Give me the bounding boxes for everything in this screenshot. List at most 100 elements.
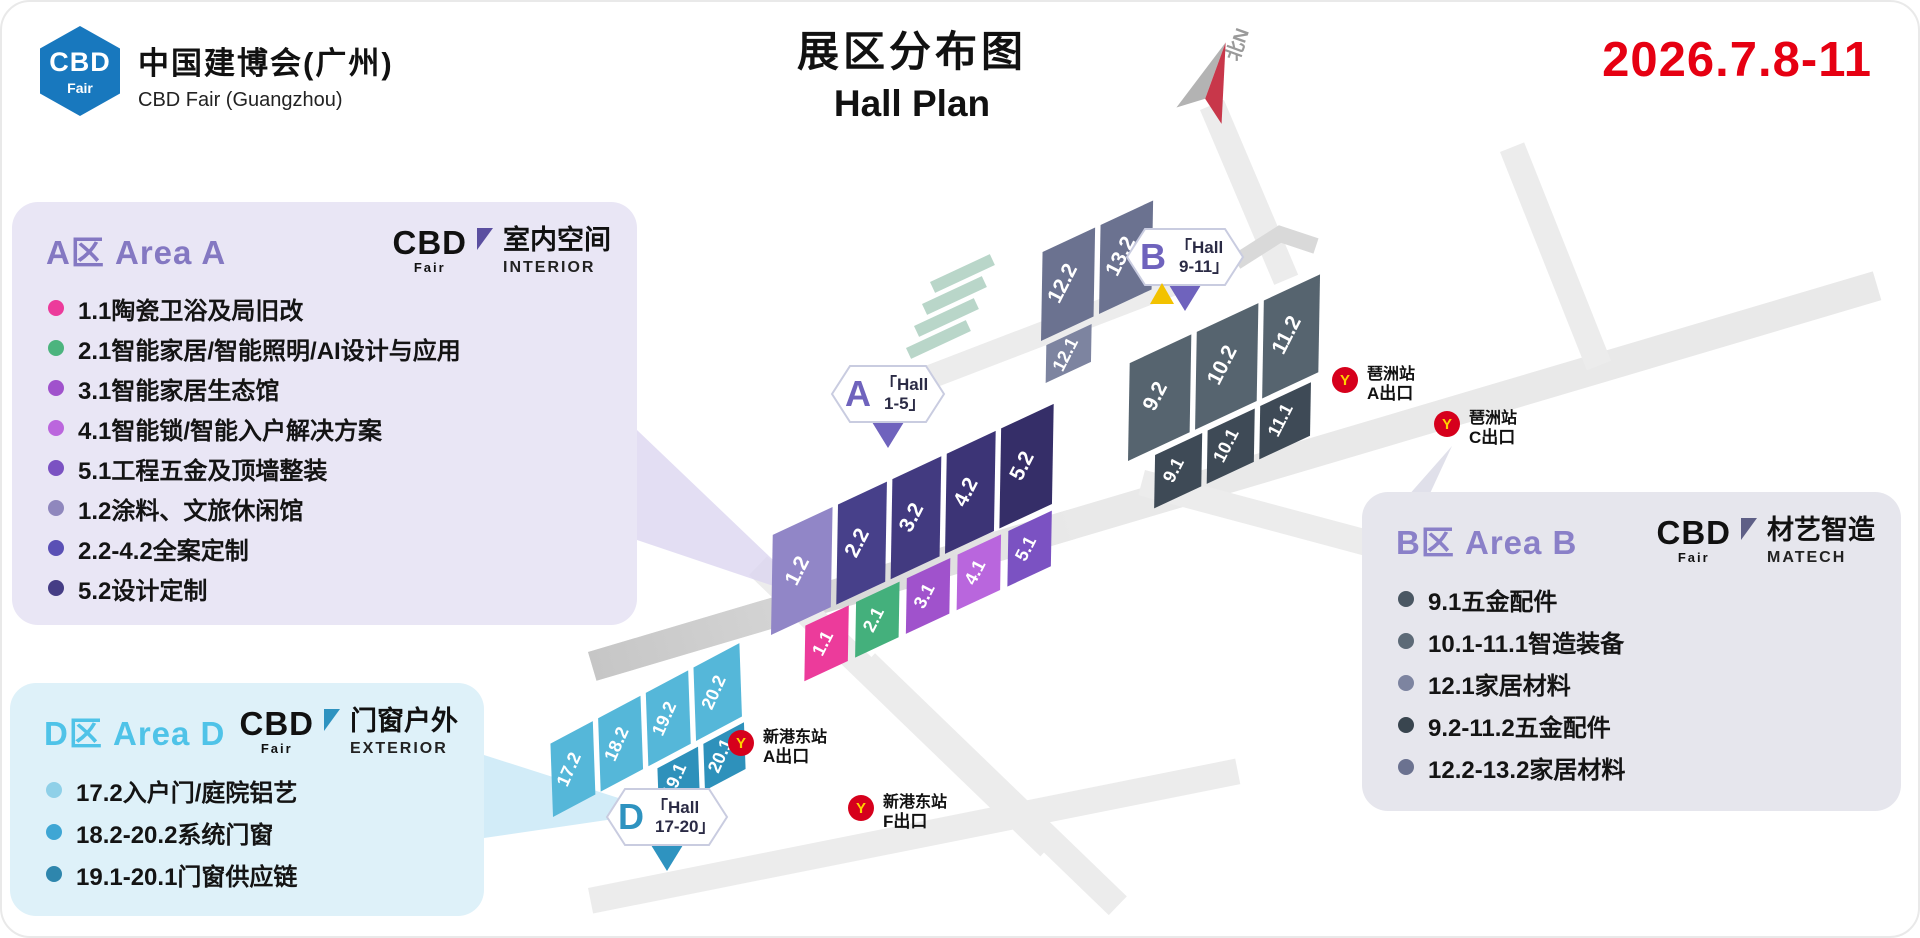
metro-station: 琶洲站 (1469, 408, 1517, 427)
cbd-fair-word: Fair (1677, 550, 1710, 565)
hall-12-1[interactable] (1045, 324, 1092, 383)
marker-d-letter: D (618, 796, 644, 837)
panel-d-category-en: EXTERIOR (350, 739, 448, 757)
marker-d-hexagon (605, 788, 729, 846)
panel-a-category-cn: 室内空间 (503, 225, 611, 255)
legend-label: 9.1五金配件 (1428, 588, 1558, 616)
legend-label: 17.2入户门/庭院铝艺 (76, 779, 298, 807)
panel-area-a: A区 Area A CBD Fair 室内空间 INTERIOR 1.1陶瓷卫浴… (12, 202, 637, 625)
hall-5-2[interactable] (999, 403, 1054, 529)
hall-18-2[interactable] (598, 695, 644, 792)
hall-4-1[interactable] (956, 534, 1002, 611)
page-title-cn: 展区分布图 (796, 28, 1028, 75)
cbd-fair-word: Fair (260, 741, 293, 756)
metro-glyph: Y (1442, 416, 1452, 433)
legend-item: 2.1智能家居/智能照明/AI设计与应用 (48, 328, 617, 368)
metro-exit-pazhou-c[interactable]: Y 琶洲站 C出口 (1434, 408, 1517, 447)
panel-b-category-cn: 材艺智造 (1767, 515, 1875, 545)
panel-b-logo: CBD Fair 材艺智造 MATECH (1656, 514, 1876, 566)
marker-a-hall-line1: 「Hall (880, 374, 928, 394)
panel-area-d: D区 Area D CBD Fair 门窗户外 EXTERIOR 17.2入户门… (10, 683, 484, 916)
north-label: 北N (1222, 25, 1254, 63)
panel-a-title: A区 Area A (46, 234, 227, 271)
metro-exit-label: A出口 (1367, 383, 1413, 403)
legend-dot (48, 300, 64, 317)
hall-marker-b[interactable]: B 「Hall 9-11」 (1125, 228, 1245, 311)
cbd-fair-word: Fair (413, 260, 446, 275)
organizer-name: 中国建博会(广州) CBD Fair (Guangzhou) (138, 38, 394, 112)
legend-item: 4.1智能锁/智能入户解决方案 (48, 408, 617, 448)
legend-item: 10.1-11.1智造装备 (1398, 620, 1881, 662)
metro-exit-label: C出口 (1469, 427, 1515, 447)
hall-marker-a[interactable]: A 「Hall 1-5」 (830, 365, 946, 448)
legend-label: 19.1-20.1门窗供应链 (76, 863, 298, 891)
hall-1-2[interactable] (771, 506, 833, 635)
road-bottom (588, 758, 1241, 914)
cbd-logo-fair: Fair (67, 79, 93, 96)
legend-item: 17.2入户门/庭院铝艺 (46, 769, 464, 811)
hall-marker-d[interactable]: D 「Hall 17-20」 (605, 788, 729, 871)
legend-dot (46, 824, 62, 841)
hall-11-1[interactable] (1259, 382, 1311, 460)
legend-dot (48, 580, 64, 597)
legend-item: 1.1陶瓷卫浴及局旧改 (48, 288, 617, 328)
hall-3-1[interactable] (905, 557, 951, 634)
legend-item: 5.2设计定制 (48, 568, 617, 608)
hall-2-2[interactable] (836, 481, 887, 605)
hall-2-1[interactable] (855, 581, 900, 658)
legend-dot (46, 866, 62, 883)
hall-17-2[interactable] (550, 721, 596, 817)
legend-item: 18.2-20.2系统门窗 (46, 811, 464, 853)
road-right (1500, 142, 1612, 371)
hall-12-2[interactable] (1041, 227, 1096, 341)
hall-10-2[interactable] (1195, 303, 1259, 430)
hall-11-2[interactable] (1262, 274, 1321, 399)
legend-item: 1.2涂料、文旅休闲馆 (48, 488, 617, 528)
legend-dot (48, 380, 64, 397)
legend-item: 9.2-11.2五金配件 (1398, 704, 1881, 746)
organizer-name-en: CBD Fair (Guangzhou) (138, 89, 343, 111)
hall-20-2[interactable] (693, 643, 742, 741)
metro-station: 新港东站 (763, 727, 827, 746)
terrace (914, 298, 979, 337)
hall-9-2[interactable] (1128, 334, 1192, 461)
hall-5-1[interactable] (1007, 510, 1052, 587)
cbd-word: CBD (1656, 514, 1731, 551)
legend-dot (1398, 591, 1414, 608)
metro-icon (848, 795, 874, 821)
legend-label: 9.2-11.2五金配件 (1428, 714, 1611, 742)
hall-10-1[interactable] (1206, 408, 1255, 484)
legend-label: 2.2-4.2全案定制 (78, 537, 249, 565)
legend-dot (48, 420, 64, 437)
hall-1-1[interactable] (804, 605, 849, 682)
panel-a-category-en: INTERIOR (503, 258, 596, 276)
page-title: 展区分布图 Hall Plan (797, 18, 1027, 125)
metro-exit-pazhou-a[interactable]: Y 琶洲站 A出口 (1332, 364, 1415, 403)
metro-icon (728, 730, 754, 756)
metro-exit-xingangdong-a[interactable]: Y 新港东站 A出口 (728, 727, 827, 766)
event-date: 2026.7.8-11 (1602, 33, 1872, 87)
marker-d-hall-line1: 「Hall (651, 797, 699, 817)
metro-exit-xingangdong-f[interactable]: Y 新港东站 F出口 (848, 792, 947, 831)
legend-dot (48, 340, 64, 357)
cbd-mini-logo: CBD Fair (240, 707, 315, 755)
hall-4-2[interactable] (945, 430, 996, 554)
panel-d-title: D区 Area D (44, 715, 226, 752)
marker-a-hall-line2: 1-5」 (884, 394, 926, 413)
pennant-icon (477, 228, 493, 250)
legend-dot (1398, 633, 1414, 650)
legend-dot (1398, 675, 1414, 692)
legend-label: 3.1智能家居生态馆 (78, 377, 280, 405)
legend-label: 18.2-20.2系统门窗 (76, 821, 274, 849)
page-title-en: Hall Plan (833, 83, 991, 124)
terrace (930, 254, 995, 293)
hall-19-2[interactable] (645, 670, 691, 767)
hall-3-2[interactable] (890, 456, 942, 580)
cbd-logo-word: CBD (49, 46, 111, 77)
marker-b-hall-line1: 「Hall (1175, 237, 1223, 257)
north-needle-red (1205, 42, 1226, 124)
legend-label: 10.1-11.1智造装备 (1428, 630, 1625, 658)
legend-dot (48, 460, 64, 477)
legend-item: 2.2-4.2全案定制 (48, 528, 617, 568)
hall-9-1[interactable] (1154, 433, 1203, 509)
